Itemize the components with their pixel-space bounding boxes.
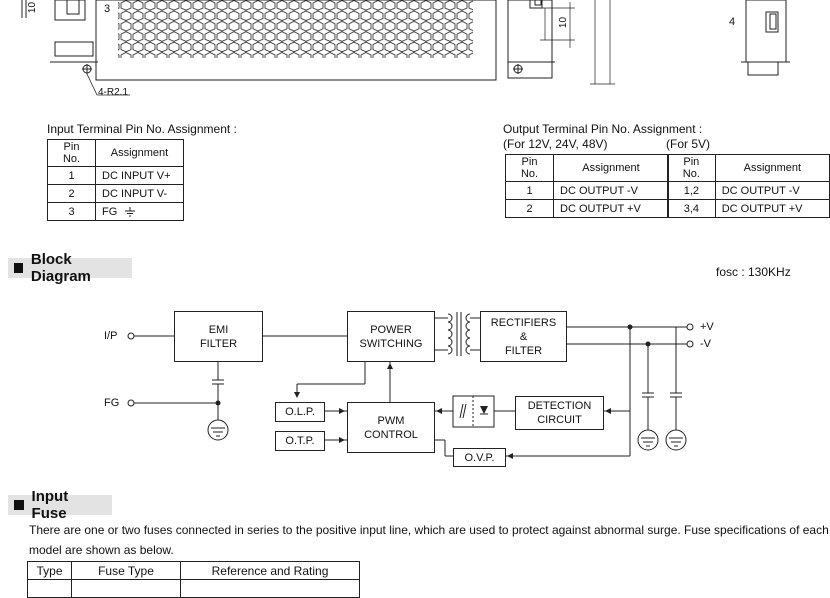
fuse-table: Type Fuse Type Reference and Rating	[27, 561, 360, 598]
ovp-block: O.V.P.	[453, 448, 506, 467]
output-terminal-table-b: Pin No. Assignment 1,2 DC OUTPUT -V 3,4 …	[667, 154, 830, 218]
pin-cell: 3	[47, 202, 96, 221]
fuse-cell	[180, 579, 360, 598]
plus-v-label: +V	[700, 321, 714, 333]
emi-filter-block: EMI FILTER	[174, 311, 263, 362]
table-row: 2 DC OUTPUT +V	[505, 199, 669, 218]
radius-label: 4-R2.1	[98, 87, 129, 98]
pin-label: 3	[104, 3, 111, 15]
otp-block: O.T.P.	[275, 431, 325, 451]
assignment-cell: FG	[95, 202, 184, 221]
pin-cell: 3,4	[667, 199, 716, 218]
mechanical-drawing	[21, 0, 790, 96]
minus-v-label: -V	[700, 338, 711, 350]
input-fuse-heading: Input Fuse	[8, 488, 112, 522]
table-header-row: Type Fuse Type Reference and Rating	[27, 561, 360, 580]
header-cell: Fuse Type	[71, 561, 181, 580]
input-fuse-description: There are one or two fuses connected in …	[29, 523, 829, 557]
pin-label: 4	[729, 16, 736, 28]
output-subtitle-a: (For 12V, 24V, 48V)	[503, 137, 608, 151]
header-cell: Pin No.	[667, 154, 716, 182]
table-row	[27, 579, 360, 598]
rectifiers-filter-block: RECTIFIERS & FILTER	[480, 311, 567, 362]
detection-circuit-block: DETECTION CIRCUIT	[515, 396, 604, 430]
header-cell: Reference and Rating	[180, 561, 360, 580]
assignment-cell: DC OUTPUT +V	[714, 199, 830, 218]
header-cell: Pin No.	[505, 154, 554, 182]
block-diagram-wiring	[127, 312, 694, 459]
fg-port-label: FG	[104, 397, 120, 409]
table-row: 3 FG	[47, 202, 184, 221]
block-diagram-heading: Block Diagram	[8, 251, 132, 285]
input-terminal-table: Pin No. Assignment 1 DC INPUT V+ 2 DC IN…	[47, 139, 184, 221]
power-switching-block: POWER SWITCHING	[347, 311, 435, 362]
input-port-label: I/P	[104, 330, 118, 342]
fosc-label: fosc : 130KHz	[716, 265, 791, 279]
output-terminal-title: Output Terminal Pin No. Assignment :	[503, 122, 703, 136]
output-terminal-table-a: Pin No. Assignment 1 DC OUTPUT -V 2 DC O…	[505, 154, 669, 218]
section-title: Block Diagram	[30, 251, 91, 285]
section-bullet-icon	[14, 500, 24, 510]
fuse-cell	[27, 579, 72, 598]
table-row: 3,4 DC OUTPUT +V	[667, 199, 830, 218]
olp-block: O.L.P.	[275, 402, 325, 422]
ground-icon	[125, 206, 136, 217]
assignment-text: FG	[102, 205, 118, 218]
assignment-cell: DC OUTPUT +V	[553, 199, 669, 218]
section-title: Input Fuse	[31, 488, 69, 522]
fuse-cell	[71, 579, 181, 598]
input-terminal-title: Input Terminal Pin No. Assignment :	[47, 122, 237, 136]
output-subtitle-b: (For 5V)	[666, 137, 711, 151]
header-cell: Type	[27, 561, 72, 580]
pwm-control-block: PWM CONTROL	[347, 402, 435, 453]
section-bullet-icon	[14, 263, 23, 273]
